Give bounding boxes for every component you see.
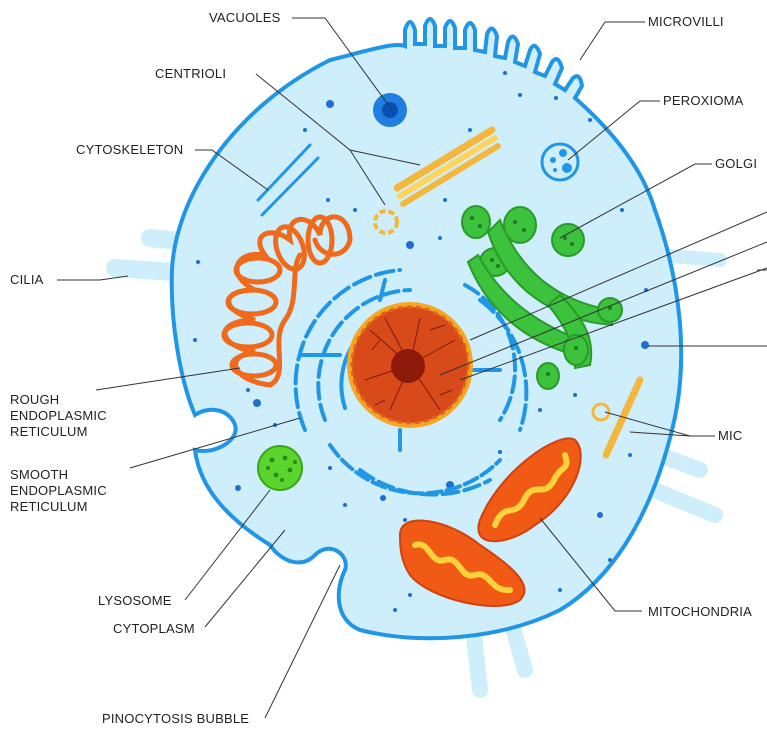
label-smooth-er-line3: RETICULUM [10, 499, 88, 514]
lysosome [258, 446, 302, 490]
vacuole [373, 93, 407, 127]
label-cytoskeleton: CYTOSKELETON [76, 142, 183, 157]
label-peroxioma: PEROXIOMA [663, 93, 744, 108]
label-smooth-er-line1: SMOOTH [10, 467, 68, 482]
label-golgi: GOLGI [715, 156, 757, 171]
label-lysosome: LYSOSOME [98, 593, 172, 608]
label-centrioli: CENTRIOLI [155, 66, 226, 81]
label-rough-er-line3: RETICULUM [10, 424, 88, 439]
nucleolus [391, 349, 425, 383]
nucleus [347, 302, 473, 428]
label-smooth-er-line2: ENDOPLASMIC [10, 483, 107, 498]
label-pinocytosis-bubble: PINOCYTOSIS BUBBLE [102, 711, 249, 726]
label-mitochondria: MITOCHONDRIA [648, 604, 752, 619]
label-microvilli: MICROVILLI [648, 14, 724, 29]
label-mic: MIC [718, 428, 742, 443]
label-cytoplasm: CYTOPLASM [113, 621, 195, 636]
peroxisome [542, 144, 578, 180]
label-rough-er-line1: ROUGH [10, 392, 59, 407]
label-rough-er-line2: ENDOPLASMIC [10, 408, 107, 423]
label-vacuoles: VACUOLES [209, 10, 281, 25]
label-cilia: CILIA [10, 272, 44, 287]
